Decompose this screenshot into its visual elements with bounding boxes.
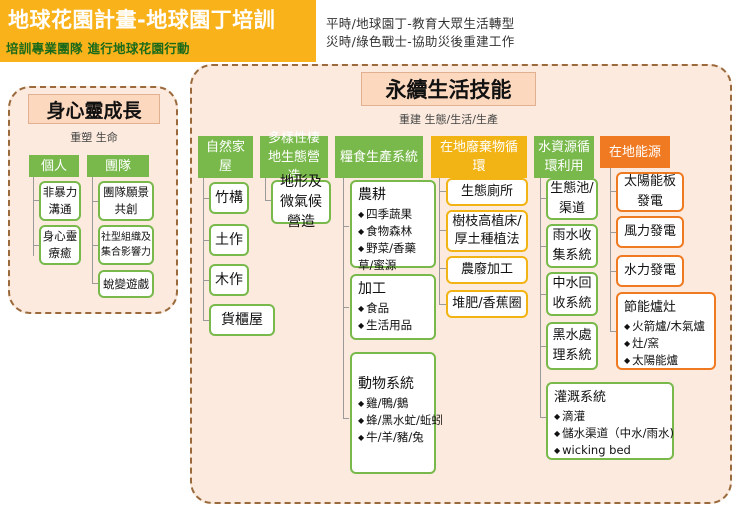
bullet-item: 食品 bbox=[358, 300, 428, 317]
connector-line bbox=[33, 245, 39, 246]
connector-line bbox=[439, 268, 446, 269]
connector-line bbox=[540, 346, 546, 347]
connector-line bbox=[92, 177, 93, 283]
list-item-title: 加工 bbox=[358, 281, 386, 297]
group-subtitle-mind-body: 重塑 生命 bbox=[70, 131, 118, 144]
group-title-mind-body: 身心靈成長 bbox=[28, 94, 160, 124]
connector-line bbox=[343, 307, 349, 308]
list-item-title: 節能爐灶 bbox=[624, 300, 677, 315]
list-item: 貨櫃屋 bbox=[209, 304, 275, 336]
column-header-natural-house: 自然家屋 bbox=[198, 136, 253, 178]
column-header-habitat: 多樣性棲地生態營造 bbox=[260, 131, 328, 184]
connector-line bbox=[92, 201, 98, 202]
connector-line bbox=[610, 232, 616, 233]
connector-line bbox=[33, 200, 39, 201]
connector-line bbox=[343, 226, 349, 227]
connector-line bbox=[540, 198, 546, 199]
bullet-item: wicking bed bbox=[554, 442, 666, 459]
list-item: 生態廁所 bbox=[446, 178, 528, 206]
list-item: 水力發電 bbox=[616, 255, 684, 287]
list-item-title: 動物系統 bbox=[358, 376, 414, 392]
list-item: 生態池/渠道 bbox=[546, 178, 598, 220]
connector-line bbox=[265, 200, 271, 201]
note-peacetime: 平時/地球園丁-教育大眾生活轉型 bbox=[326, 16, 515, 31]
list-item: 非暴力溝通 bbox=[39, 181, 81, 221]
connector-line bbox=[540, 294, 546, 295]
list-item: 堆肥/香蕉圈 bbox=[446, 290, 528, 318]
bullet-item: 火箭爐/木氣爐 bbox=[624, 318, 708, 335]
list-item-irrigation: 灌溉系統 滴灌 儲水渠道（中水/雨水) wicking bed bbox=[546, 382, 674, 460]
connector-line bbox=[540, 246, 546, 247]
connector-line bbox=[33, 177, 34, 256]
column-header-water: 水資源循環利用 bbox=[534, 136, 594, 178]
connector-line bbox=[203, 280, 209, 281]
column-header-waste-cycle: 在地廢棄物循環 bbox=[431, 136, 527, 178]
list-item-animal-system: 動物系統 雞/鴨/鵝 蜂/黑水虻/蚯蚓 牛/羊/豬/兔 bbox=[350, 352, 443, 474]
connector-line bbox=[439, 178, 440, 304]
bullet-item: 蜂/黑水虻/蚯蚓 bbox=[358, 412, 443, 429]
column-header-food-production: 糧食生產系統 bbox=[335, 136, 423, 178]
connector-line bbox=[439, 191, 446, 192]
list-item-energy-stove: 節能爐灶 火箭爐/木氣爐 灶/窯 太陽能爐 bbox=[616, 292, 716, 370]
bullet-item: 生活用品 bbox=[358, 317, 428, 334]
connector-line bbox=[203, 240, 209, 241]
connector-line bbox=[343, 178, 344, 418]
connector-line bbox=[92, 283, 98, 284]
connector-line bbox=[203, 178, 204, 320]
list-item-title: 農耕 bbox=[358, 187, 386, 203]
list-item: 竹構 bbox=[209, 182, 249, 214]
connector-line bbox=[439, 304, 446, 305]
connector-line bbox=[610, 271, 616, 272]
list-item: 樹枝高植床/厚土種植法 bbox=[446, 210, 528, 252]
connector-line bbox=[610, 191, 616, 192]
connector-line bbox=[203, 320, 209, 321]
connector-line bbox=[540, 178, 541, 417]
list-item: 雨水收集系統 bbox=[546, 224, 598, 268]
list-item: 太陽能板發電 bbox=[616, 172, 684, 212]
connector-line bbox=[610, 168, 611, 331]
bullet-item: 食物森林 bbox=[358, 223, 428, 240]
bullet-item: 四季蔬果 bbox=[358, 206, 428, 223]
list-item-processing: 加工 食品 生活用品 bbox=[350, 274, 436, 340]
group-subtitle-sustainable-living: 重建 生態/生活/生產 bbox=[399, 113, 498, 126]
list-item: 身心靈療癒 bbox=[39, 225, 81, 265]
connector-line bbox=[439, 230, 446, 231]
list-item-farming: 農耕 四季蔬果 食物森林 野菜/香藥草/蜜源 bbox=[350, 180, 436, 272]
list-item: 團隊願景共創 bbox=[98, 181, 154, 221]
title-banner bbox=[0, 0, 316, 62]
list-item: 蛻變遊戲 bbox=[98, 270, 154, 298]
list-item: 風力發電 bbox=[616, 216, 684, 248]
bullet-item: 雞/鴨/鵝 bbox=[358, 395, 428, 412]
column-header-energy: 在地能源 bbox=[600, 136, 670, 168]
connector-line bbox=[540, 417, 546, 418]
column-header-team: 團隊 bbox=[87, 155, 149, 177]
column-header-individual: 個人 bbox=[29, 155, 79, 177]
list-item: 木作 bbox=[209, 264, 249, 296]
note-disaster: 災時/綠色戰士-協助災後重建工作 bbox=[326, 34, 515, 49]
bullet-item: 儲水渠道（中水/雨水) bbox=[554, 425, 674, 442]
list-item: 地形及微氣候營造 bbox=[271, 174, 331, 230]
connector-line bbox=[265, 178, 266, 200]
page-subtitle: 培訓專業團隊 進行地球花園行動 bbox=[6, 41, 190, 56]
list-item: 農廢加工 bbox=[446, 256, 528, 284]
bullet-item: 滴灌 bbox=[554, 408, 666, 425]
bullet-item: 牛/羊/豬/兔 bbox=[358, 429, 428, 446]
list-item: 黑水處理系統 bbox=[546, 322, 598, 370]
connector-line bbox=[92, 245, 98, 246]
list-item: 中水回收系統 bbox=[546, 272, 598, 316]
bullet-item: 野菜/香藥草/蜜源 bbox=[358, 240, 428, 274]
list-item-title: 灌溉系統 bbox=[554, 390, 607, 405]
connector-line bbox=[343, 418, 349, 419]
group-title-sustainable-living: 永續生活技能 bbox=[361, 72, 536, 106]
connector-line bbox=[610, 331, 616, 332]
list-item: 土作 bbox=[209, 224, 249, 256]
page-title: 地球花園計畫-地球園丁培訓 bbox=[8, 8, 276, 32]
connector-line bbox=[203, 198, 209, 199]
bullet-item: 太陽能爐 bbox=[624, 352, 708, 369]
list-item: 社型組織及集合影響力 bbox=[98, 225, 154, 265]
bullet-item: 灶/窯 bbox=[624, 335, 708, 352]
